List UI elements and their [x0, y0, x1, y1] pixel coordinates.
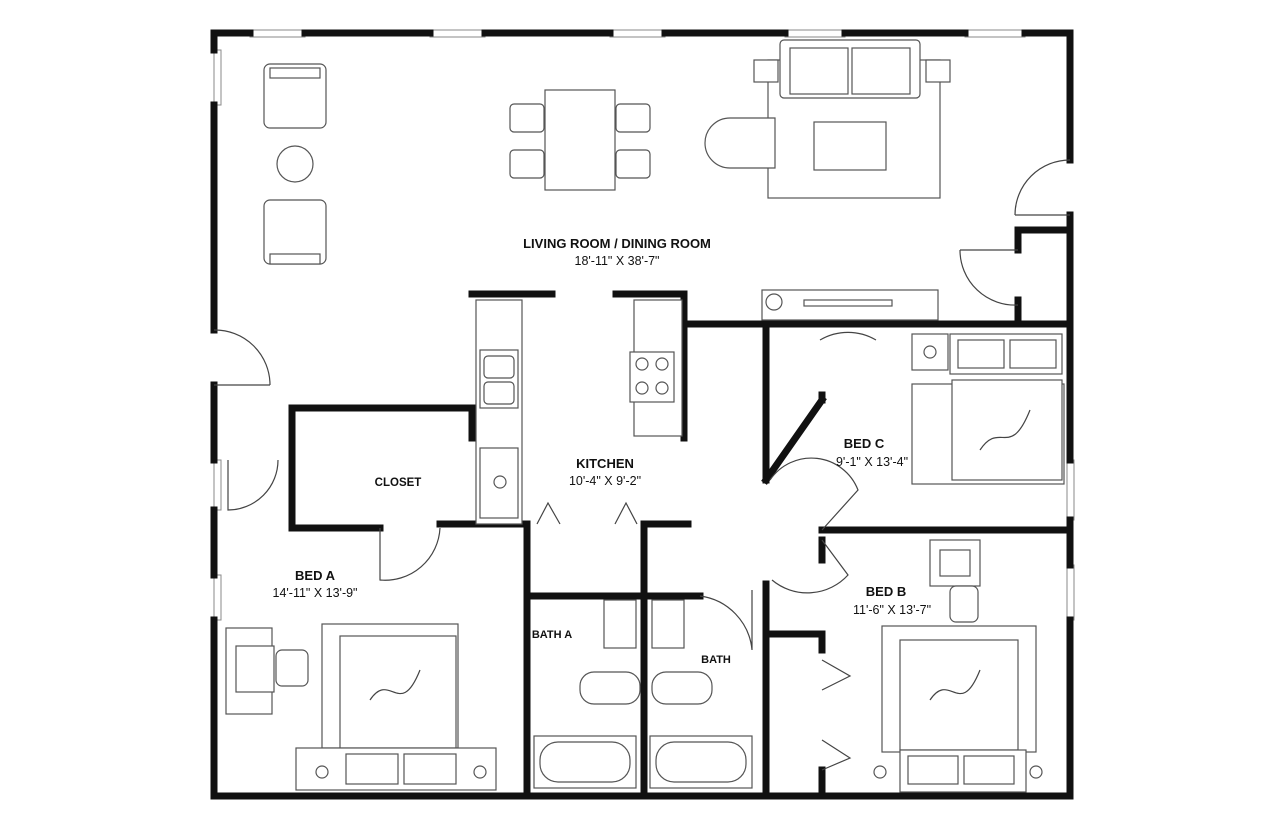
bed-c-furniture: [911, 333, 1065, 485]
bath-a-name: BATH A: [532, 629, 572, 641]
walls: [210, 29, 1074, 800]
bed-a-size: 14'-11" X 13'-9": [273, 586, 358, 600]
room-labels: LIVING ROOM / DINING ROOM 18'-11" X 38'-…: [273, 236, 932, 666]
bed-c-name: BED C: [844, 436, 885, 451]
kitchen-cabinets: [475, 299, 683, 525]
bed-b-size: 11'-6" X 13'-7": [853, 603, 931, 617]
living-room-name: LIVING ROOM / DINING ROOM: [523, 236, 711, 251]
closet-name: CLOSET: [375, 477, 422, 489]
living-room-size: 18'-11" X 38'-7": [575, 254, 660, 268]
bath-name: BATH: [701, 654, 731, 666]
living-furniture: [263, 39, 951, 321]
bed-b-furniture: [873, 539, 1043, 793]
kitchen-size: 10'-4" X 9'-2": [569, 474, 641, 488]
bed-c-size: 9'-1" X 13'-4": [836, 455, 908, 469]
bath-fixtures: [533, 599, 753, 789]
bed-a-name: BED A: [295, 568, 336, 583]
bed-a-furniture: [225, 623, 497, 791]
kitchen-name: KITCHEN: [576, 456, 634, 471]
doors: [213, 159, 1071, 771]
bed-b-name: BED B: [866, 584, 906, 599]
